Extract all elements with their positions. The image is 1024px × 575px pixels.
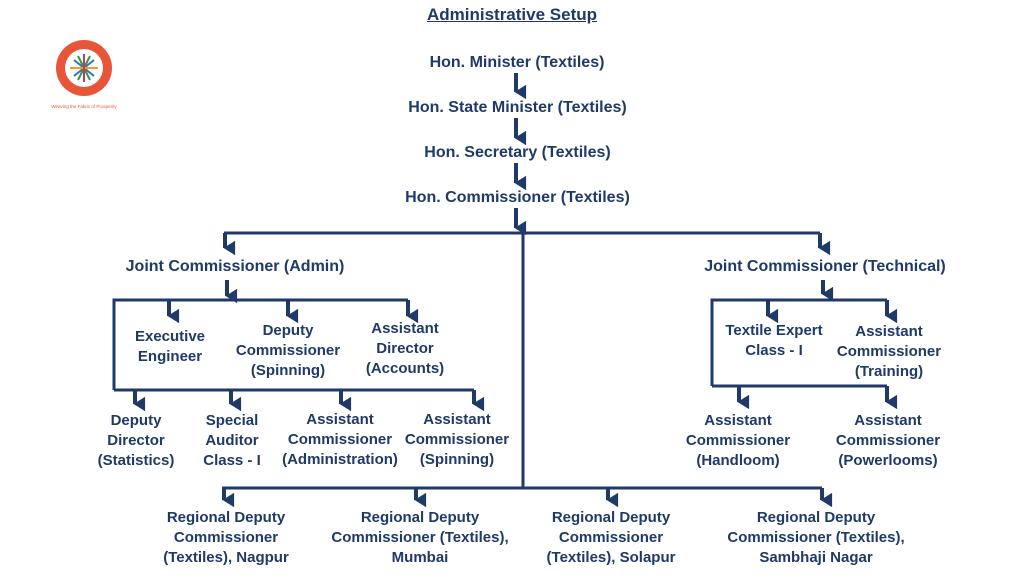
node-regional-sambhaji-nagar: Regional Deputy Commissioner (Textiles),… (727, 509, 905, 566)
node-minister: Hon. Minister (Textiles) (429, 54, 605, 71)
node-state-minister: Hon. State Minister (Textiles) (408, 99, 627, 116)
logo-tagline: Weaving the Fabric of Prosperity (51, 104, 117, 109)
node-deputy-director-statistics: Deputy Director (Statistics) (97, 412, 175, 469)
node-regional-nagpur: Regional Deputy Commissioner (Textiles),… (163, 509, 289, 566)
node-assistant-commissioner-training: Assistant Commissioner (Training) (836, 323, 942, 380)
node-regional-solapur: Regional Deputy Commissioner (Textiles),… (546, 509, 676, 566)
node-textile-expert: Textile Expert Class - I (725, 322, 823, 359)
commissionerate-logo: Weaving the Fabric of Prosperity (51, 40, 117, 109)
node-jc-technical: Joint Commissioner (Technical) (704, 258, 946, 275)
node-jc-admin: Joint Commissioner (Admin) (125, 258, 345, 275)
node-deputy-commissioner-spinning: Deputy Commissioner (Spinning) (235, 322, 341, 379)
node-assistant-commissioner-handloom: Assistant Commissioner (Handloom) (685, 412, 791, 469)
node-assistant-director-accounts: Assistant Director (Accounts) (365, 320, 445, 377)
node-assistant-commissioner-spinning: Assistant Commissioner (Spinning) (404, 411, 510, 468)
node-assistant-commissioner-administration: Assistant Commissioner (Administration) (282, 411, 398, 468)
node-secretary: Hon. Secretary (Textiles) (424, 144, 611, 161)
node-special-auditor: Special Auditor Class - I (203, 412, 261, 469)
page-title: Administrative Setup (426, 5, 598, 24)
node-commissioner: Hon. Commissioner (Textiles) (405, 189, 630, 206)
node-executive-engineer: Executive Engineer (134, 328, 206, 365)
node-regional-mumbai: Regional Deputy Commissioner (Textiles),… (331, 509, 509, 566)
node-assistant-commissioner-powerlooms: Assistant Commissioner (Powerlooms) (835, 412, 941, 469)
